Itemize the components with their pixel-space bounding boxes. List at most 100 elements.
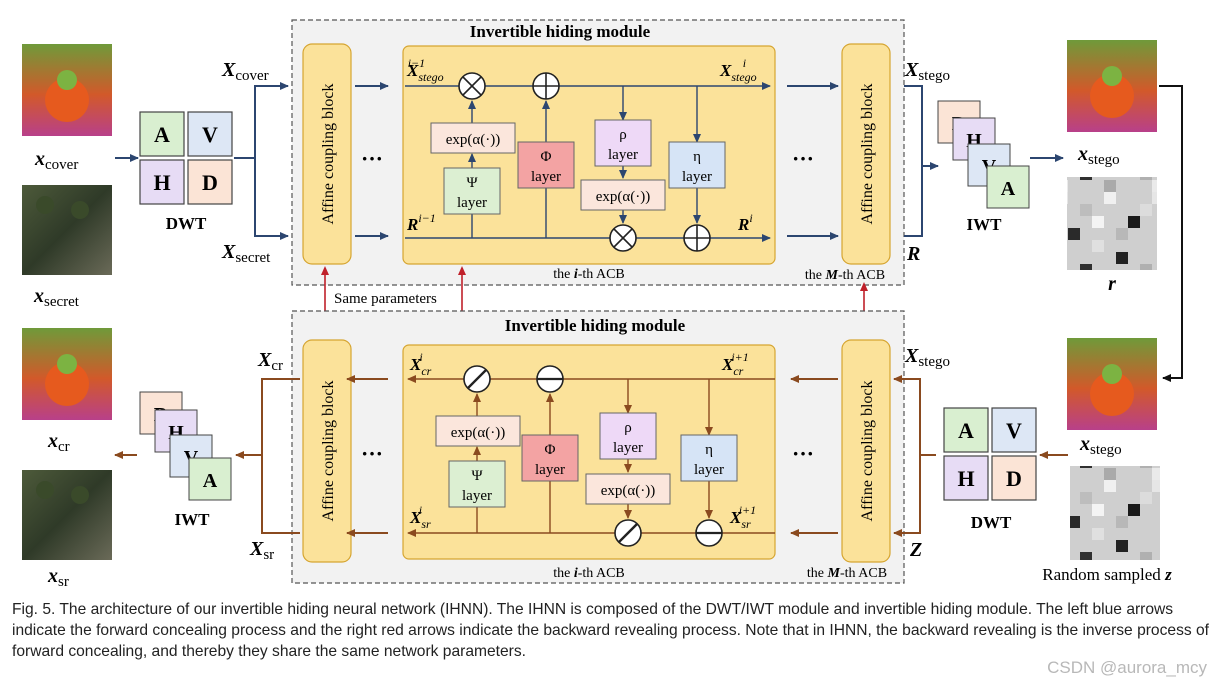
multiply-op-bottom — [609, 224, 637, 252]
svg-text:Φ: Φ — [545, 442, 556, 458]
band-H: H — [153, 170, 170, 195]
x-stego-in-label-bwd: Xstego — [904, 345, 950, 370]
acb-forward-i-caption: the i-th ACB — [553, 267, 625, 282]
acb-forward-m-label: Affine coupling block — [859, 83, 876, 224]
svg-text:layer: layer — [682, 169, 712, 185]
iwt-forward-caption: IWT — [967, 215, 1003, 234]
stego-image-bwd: xstego — [1067, 338, 1157, 458]
band-A: A — [154, 122, 170, 147]
svg-text:exp(α(·)): exp(α(·)) — [451, 425, 506, 441]
subtract-op-top — [536, 365, 564, 393]
svg-text:layer: layer — [462, 488, 492, 504]
svg-text:η: η — [705, 442, 713, 458]
svg-text:D: D — [1006, 466, 1022, 491]
exp-alpha-box-right-bwd: exp(α(·)) — [585, 473, 671, 505]
acb-forward-m-caption: the M-th ACB — [805, 268, 885, 283]
sr-image-label: xsr — [47, 565, 69, 590]
x-sr-out: Xsri+1 — [729, 503, 756, 531]
dwt-caption: DWT — [166, 214, 207, 233]
ellipsis-forward-right: ··· — [792, 146, 814, 171]
svg-text:exp(α(·)): exp(α(·)) — [596, 189, 651, 205]
svg-text:Φ: Φ — [541, 149, 552, 165]
eta-layer: η layer — [668, 141, 726, 189]
add-op-bottom — [683, 224, 711, 252]
acb-forward-m — [841, 43, 891, 265]
svg-text:exp(α(·)): exp(α(·)) — [601, 483, 656, 499]
x-secret-label: Xsecret — [221, 241, 271, 266]
stego-image-bwd-label: xstego — [1079, 433, 1122, 458]
ellipsis-forward-left: ··· — [361, 146, 383, 171]
acb-forward-first-label: Affine coupling block — [320, 83, 337, 224]
exp-alpha-box-left: exp(α(·)) — [430, 122, 516, 154]
exp-alpha-box-right: exp(α(·)) — [580, 179, 666, 211]
module-title-backward: Invertible hiding module — [505, 316, 686, 335]
add-op-top — [532, 72, 560, 100]
figure-caption: Fig. 5. The architecture of our invertib… — [12, 601, 1210, 660]
iwt-backward: D H V A IWT — [139, 391, 232, 529]
random-z-label: Random sampled z — [1042, 565, 1172, 584]
dwt-backward-caption: DWT — [971, 513, 1012, 532]
svg-text:exp(α(·)): exp(α(·)) — [446, 132, 501, 148]
r-out-label: R — [906, 243, 920, 265]
acb-backward-first — [302, 339, 352, 563]
module-title-forward: Invertible hiding module — [470, 22, 651, 41]
stego-image-label: xstego — [1077, 143, 1120, 168]
x-sr-in: Xsri — [409, 503, 431, 531]
architecture-diagram: xcover xsecret A V H D DWT Xcover Xsecre… — [22, 19, 1183, 590]
watermark: CSDN @aurora_mcy — [1047, 658, 1207, 677]
z-in-label: Z — [909, 539, 922, 561]
band-D: D — [202, 170, 218, 195]
svg-text:layer: layer — [531, 169, 561, 185]
noise-r-label: r — [1108, 273, 1116, 295]
multiply-op-top — [458, 72, 486, 100]
svg-text:ρ: ρ — [619, 127, 627, 143]
divide-op-bottom — [614, 519, 642, 547]
sr-image: xsr — [22, 470, 112, 590]
rho-layer-bwd: ρ layer — [599, 412, 657, 460]
same-parameters-label: Same parameters — [334, 291, 437, 307]
acb-backward-m-label: Affine coupling block — [859, 380, 876, 521]
ellipsis-backward-right: ··· — [792, 441, 814, 466]
dwt-forward: A V H D DWT — [139, 111, 233, 233]
iwt-backward-caption: IWT — [175, 510, 211, 529]
svg-text:layer: layer — [694, 462, 724, 478]
eta-layer-bwd: η layer — [680, 434, 738, 482]
exp-alpha-box-left-bwd: exp(α(·)) — [435, 415, 521, 447]
x-cr-label: Xcr — [257, 349, 283, 374]
svg-text:A: A — [958, 418, 974, 443]
svg-text:V: V — [1006, 418, 1022, 443]
svg-text:ρ: ρ — [624, 420, 632, 436]
divide-op-top — [463, 365, 491, 393]
x-stego-out: Xstegoi — [719, 56, 757, 84]
random-z-image — [1070, 466, 1160, 560]
band-V: V — [202, 122, 218, 147]
secret-image-label: xsecret — [33, 285, 80, 310]
noise-r-image — [1067, 177, 1157, 270]
svg-text:A: A — [1001, 178, 1016, 200]
subtract-op-bottom — [695, 519, 723, 547]
r-out: Ri — [737, 211, 753, 234]
acb-backward-m-caption: the M-th ACB — [807, 566, 887, 581]
acb-forward-first — [302, 43, 352, 265]
secret-image: xsecret — [22, 185, 112, 310]
x-cr-out: Xcri+1 — [721, 350, 749, 378]
x-cr-in: Xcri — [409, 350, 432, 378]
svg-text:η: η — [693, 149, 701, 165]
rho-layer: ρ layer — [594, 119, 652, 167]
cover-image-label: xcover — [34, 148, 78, 173]
stego-image: xstego — [1067, 40, 1157, 168]
dwt-backward: A V H D DWT — [943, 407, 1037, 532]
r-in: Ri−1 — [406, 211, 436, 234]
iwt-forward: D H V A IWT — [937, 100, 1030, 234]
acb-backward-m — [841, 339, 891, 563]
svg-text:layer: layer — [608, 147, 638, 163]
acb-backward-i-caption: the i-th ACB — [553, 566, 625, 581]
ellipsis-backward-left: ··· — [361, 441, 383, 466]
cr-image: xcr — [22, 328, 112, 455]
svg-text:A: A — [203, 470, 218, 492]
x-stego-out-label: Xstego — [904, 59, 950, 84]
svg-text:layer: layer — [613, 440, 643, 456]
svg-text:layer: layer — [535, 462, 565, 478]
